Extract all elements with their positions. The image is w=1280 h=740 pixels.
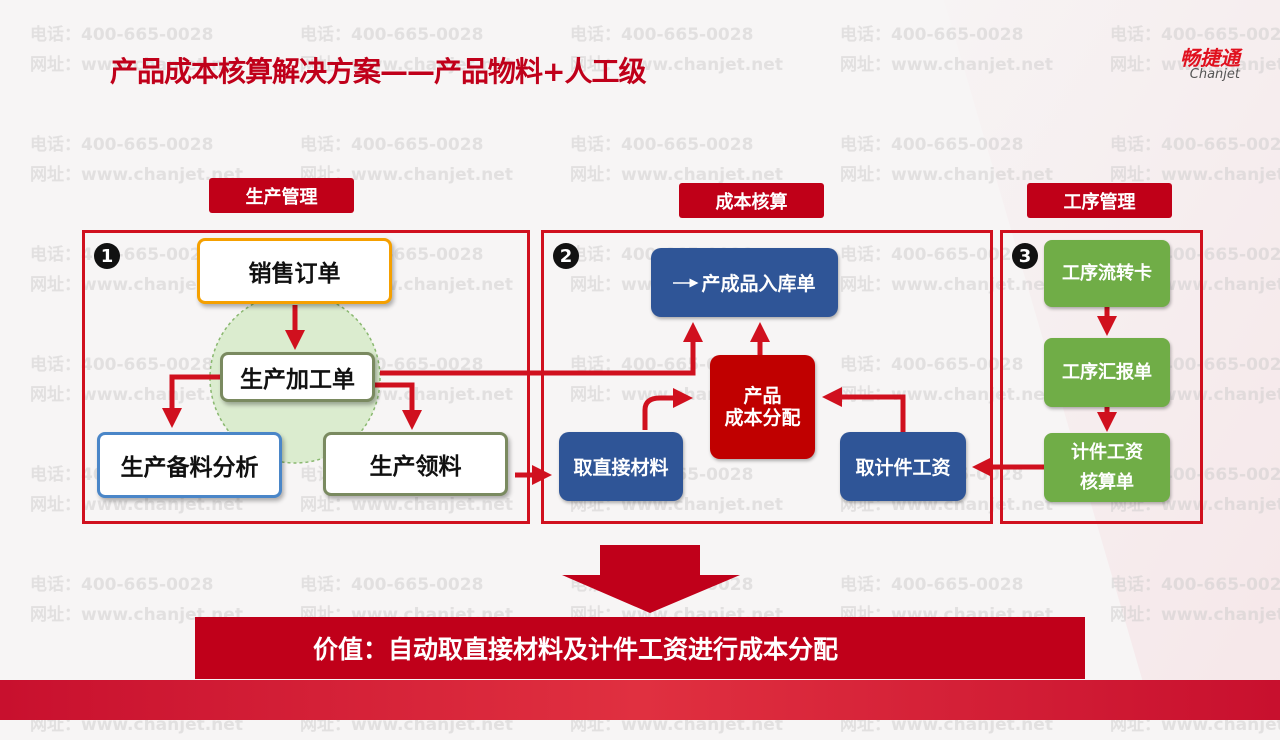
node-material-analysis: 生产备料分析 bbox=[97, 432, 282, 498]
watermark-phone: 电话：400-665-0028 bbox=[30, 575, 214, 595]
node-finished-goods: 产成品入库单 bbox=[651, 248, 838, 317]
watermark-site: 网址：www.chanjet.net bbox=[1110, 605, 1280, 625]
arrow-work-to-issue bbox=[375, 382, 422, 430]
watermark-site: 网址：www.chanjet.net bbox=[840, 385, 1053, 405]
watermark: 电话：400-665-0028 网址：www.chanjet.net bbox=[840, 130, 1053, 190]
watermark: 电话：400-665-0028 网址：www.chanjet.net bbox=[570, 130, 783, 190]
watermark-phone: 电话：400-665-0028 bbox=[300, 25, 484, 45]
watermark-phone: 电话：400-665-0028 bbox=[570, 25, 754, 45]
watermark: 电话：400-665-0028 网址：www.chanjet.net bbox=[30, 570, 243, 630]
watermark-phone: 电话：400-665-0028 bbox=[840, 575, 1024, 595]
watermark-phone: 电话：400-665-0028 bbox=[30, 355, 214, 375]
watermark-phone: 电话：400-665-0028 bbox=[840, 355, 1024, 375]
watermark: 电话：400-665-0028 网址：www.chanjet.net bbox=[300, 20, 513, 80]
watermark-phone: 电话：400-665-0028 bbox=[30, 25, 214, 45]
watermark: 电话：400-665-0028 网址：www.chanjet.net bbox=[840, 20, 1053, 80]
watermark-site: 网址：www.chanjet.net bbox=[570, 165, 783, 185]
watermark-phone: 电话：400-665-0028 bbox=[1110, 575, 1280, 595]
cost-allocation-line2: 成本分配 bbox=[724, 407, 801, 429]
watermark-site: 网址：www.chanjet.net bbox=[840, 55, 1053, 75]
watermark-phone: 电话：400-665-0028 bbox=[840, 25, 1024, 45]
white-arrow-icon bbox=[673, 278, 699, 287]
watermark-site: 网址：www.chanjet.net bbox=[570, 55, 783, 75]
section-process: 工序管理 bbox=[1027, 183, 1172, 218]
watermark-phone: 电话：400-665-0028 bbox=[840, 245, 1024, 265]
arrow-wage-to-allocation bbox=[822, 387, 906, 435]
watermark-site: 网址：www.chanjet.net bbox=[300, 495, 513, 515]
watermark-site: 网址：www.chanjet.net bbox=[1110, 55, 1280, 75]
watermark-phone: 电话：400-665-0028 bbox=[570, 355, 754, 375]
value-banner: 价值：自动取直接材料及计件工资进行成本分配 bbox=[195, 617, 1085, 679]
watermark-phone: 电话：400-665-0028 bbox=[300, 575, 484, 595]
arrow-work-to-analysis bbox=[162, 374, 220, 428]
watermark: 电话：400-665-0028 网址：www.chanjet.net bbox=[570, 20, 783, 80]
watermark-site: 网址：www.chanjet.net bbox=[30, 55, 243, 75]
node-process-report: 工序汇报单 bbox=[1044, 338, 1170, 407]
watermark-site: 网址：www.chanjet.net bbox=[840, 165, 1053, 185]
node-cost-allocation: 产品 成本分配 bbox=[710, 355, 815, 459]
watermark: 电话：400-665-0028 网址：www.chanjet.net bbox=[1110, 570, 1280, 630]
wage-calc-line1: 计件工资 bbox=[1071, 441, 1143, 463]
finished-goods-label: 产成品入库单 bbox=[701, 273, 816, 295]
logo-cn: 畅捷通 bbox=[1180, 46, 1240, 70]
arrow-work-to-finished bbox=[380, 322, 703, 376]
logo-en: Chanjet bbox=[1189, 67, 1240, 82]
node-material-issue: 生产领料 bbox=[323, 432, 508, 496]
watermark-phone: 电话：400-665-0028 bbox=[1110, 135, 1280, 155]
watermark-site: 网址：www.chanjet.net bbox=[300, 55, 513, 75]
step-number-1: 1 bbox=[94, 243, 120, 269]
watermark: 电话：400-665-0028 网址：www.chanjet.net bbox=[840, 350, 1053, 410]
watermark: 电话：400-665-0028 网址：www.chanjet.net bbox=[1110, 130, 1280, 190]
node-direct-material: 取直接材料 bbox=[559, 432, 683, 501]
page-title: 产品成本核算解决方案——产品物料+人工级 bbox=[110, 55, 646, 88]
bottom-strip bbox=[0, 680, 1280, 720]
watermark-site: 网址：www.chanjet.net bbox=[30, 165, 243, 185]
step-number-2: 2 bbox=[553, 243, 579, 269]
watermark-phone: 电话：400-665-0028 bbox=[570, 135, 754, 155]
chanjet-logo: 畅捷通 Chanjet bbox=[1180, 42, 1240, 82]
watermark-site: 网址：www.chanjet.net bbox=[840, 275, 1053, 295]
node-flow-card: 工序流转卡 bbox=[1044, 240, 1170, 307]
watermark: 电话：400-665-0028 网址：www.chanjet.net bbox=[30, 130, 243, 190]
node-work-order: 生产加工单 bbox=[220, 352, 375, 402]
step-number-3: 3 bbox=[1012, 243, 1038, 269]
watermark-phone: 电话：400-665-0028 bbox=[30, 245, 214, 265]
section-production: 生产管理 bbox=[209, 178, 354, 213]
watermark: 电话：400-665-0028 网址：www.chanjet.net bbox=[840, 240, 1053, 300]
watermark-phone: 电话：400-665-0028 bbox=[300, 135, 484, 155]
watermark-site: 网址：www.chanjet.net bbox=[30, 605, 243, 625]
arrow-material-to-allocation bbox=[642, 388, 693, 430]
node-sales-order: 销售订单 bbox=[197, 238, 392, 304]
panel-costing bbox=[541, 230, 993, 524]
watermark-phone: 电话：400-665-0028 bbox=[1110, 25, 1280, 45]
watermark-phone: 电话：400-665-0028 bbox=[30, 135, 214, 155]
wage-calc-line2: 核算单 bbox=[1080, 471, 1134, 493]
cost-allocation-line1: 产品 bbox=[743, 385, 782, 407]
panel-process bbox=[1000, 230, 1203, 524]
section-costing: 成本核算 bbox=[679, 183, 824, 218]
node-wage-calc: 计件工资 核算单 bbox=[1044, 433, 1170, 502]
watermark: 电话：400-665-0028 网址：www.chanjet.net bbox=[30, 20, 243, 80]
watermark-phone: 电话：400-665-0028 bbox=[840, 135, 1024, 155]
watermark-site: 网址：www.chanjet.net bbox=[1110, 165, 1280, 185]
panel-production bbox=[82, 230, 530, 524]
big-down-arrow-icon bbox=[562, 545, 740, 613]
node-piece-wage: 取计件工资 bbox=[840, 432, 966, 501]
watermark: 电话：400-665-0028 网址：www.chanjet.net bbox=[1110, 20, 1280, 80]
